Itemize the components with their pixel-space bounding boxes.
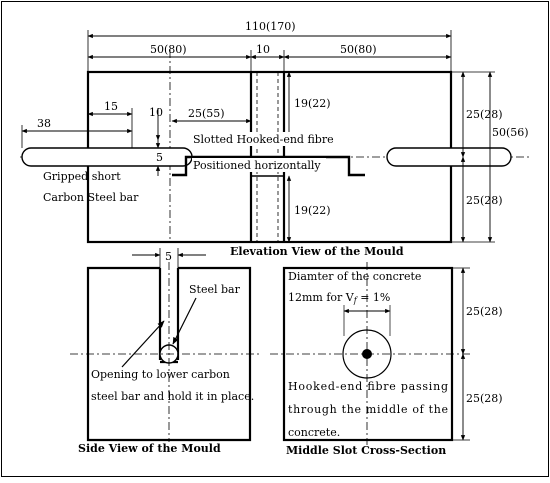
dim-cross-top: 25(28) (466, 305, 503, 318)
steel-bar-leader (172, 297, 197, 345)
label-passing-line1: Hooked-end fibre passing (288, 380, 448, 393)
elevation-view (20, 30, 530, 244)
dim-bottom-gap: 19(22) (294, 204, 331, 217)
side-view-labels: 5 Steel bar Opening to lower carbon stee… (78, 250, 254, 455)
dim-cross-bottom: 25(28) (466, 392, 503, 405)
dim-bar-overhang: 38 (37, 117, 51, 130)
left-steel-bar (21, 147, 193, 167)
label-diameter-line2: 12mm for Vf = 1% (288, 291, 390, 305)
label-carbon-steel-bar: Carbon Steel bar (43, 191, 139, 204)
caption-elevation-view: Elevation View of the Mould (230, 245, 404, 258)
side-view (70, 248, 260, 442)
dim-bar-inset: 15 (104, 100, 118, 113)
label-steel-bar: Steel bar (189, 283, 241, 296)
fibre-dot (362, 349, 372, 359)
label-opening-line1: Opening to lower carbon (91, 368, 230, 381)
elevation-dimension-labels: 110(170) 50(80) 10 50(80) 38 15 10 25(55… (37, 20, 529, 217)
dim-top-gap: 19(22) (294, 97, 331, 110)
dim-bottom-height: 25(28) (466, 194, 503, 207)
label-slotted-fibre: Slotted Hooked-end fibre (193, 133, 334, 146)
dim-side-slot-width: 5 (165, 250, 172, 263)
dim-bar-diameter: 5 (156, 151, 163, 164)
dim-slot-width: 10 (256, 43, 270, 56)
concrete-diameter-circle (342, 329, 392, 379)
hooked-end-fibre (172, 155, 365, 177)
label-diameter-line1: Diamter of the concrete (288, 270, 421, 283)
cross-section-labels: Diamter of the concrete 12mm for Vf = 1%… (286, 270, 503, 457)
dim-overall-height: 50(56) (492, 126, 529, 139)
caption-middle-slot: Middle Slot Cross-Section (286, 444, 446, 457)
dim-total-width: 110(170) (245, 20, 296, 33)
caption-side-view: Side View of the Mould (78, 442, 221, 455)
dim-right-half: 50(80) (340, 43, 377, 56)
label-passing-line3: concrete. (288, 426, 340, 439)
label-opening-line2: steel bar and hold it in place. (91, 390, 254, 403)
label-gripped-short: Gripped short (43, 170, 121, 183)
elevation-annotations: Slotted Hooked-end fibre Positioned hori… (43, 132, 404, 258)
dim-left-half: 50(80) (150, 43, 187, 56)
cross-section-view (270, 262, 470, 445)
dim-slot-drop: 10 (149, 106, 163, 119)
dim-top-height: 25(28) (466, 108, 503, 121)
label-positioned-horizontally: Positioned horizontally (193, 159, 321, 172)
label-passing-line2: through the middle of the (288, 403, 448, 416)
dim-fibre-segment: 25(55) (188, 107, 225, 120)
right-steel-bar (386, 147, 512, 167)
opening-leader (121, 320, 165, 368)
